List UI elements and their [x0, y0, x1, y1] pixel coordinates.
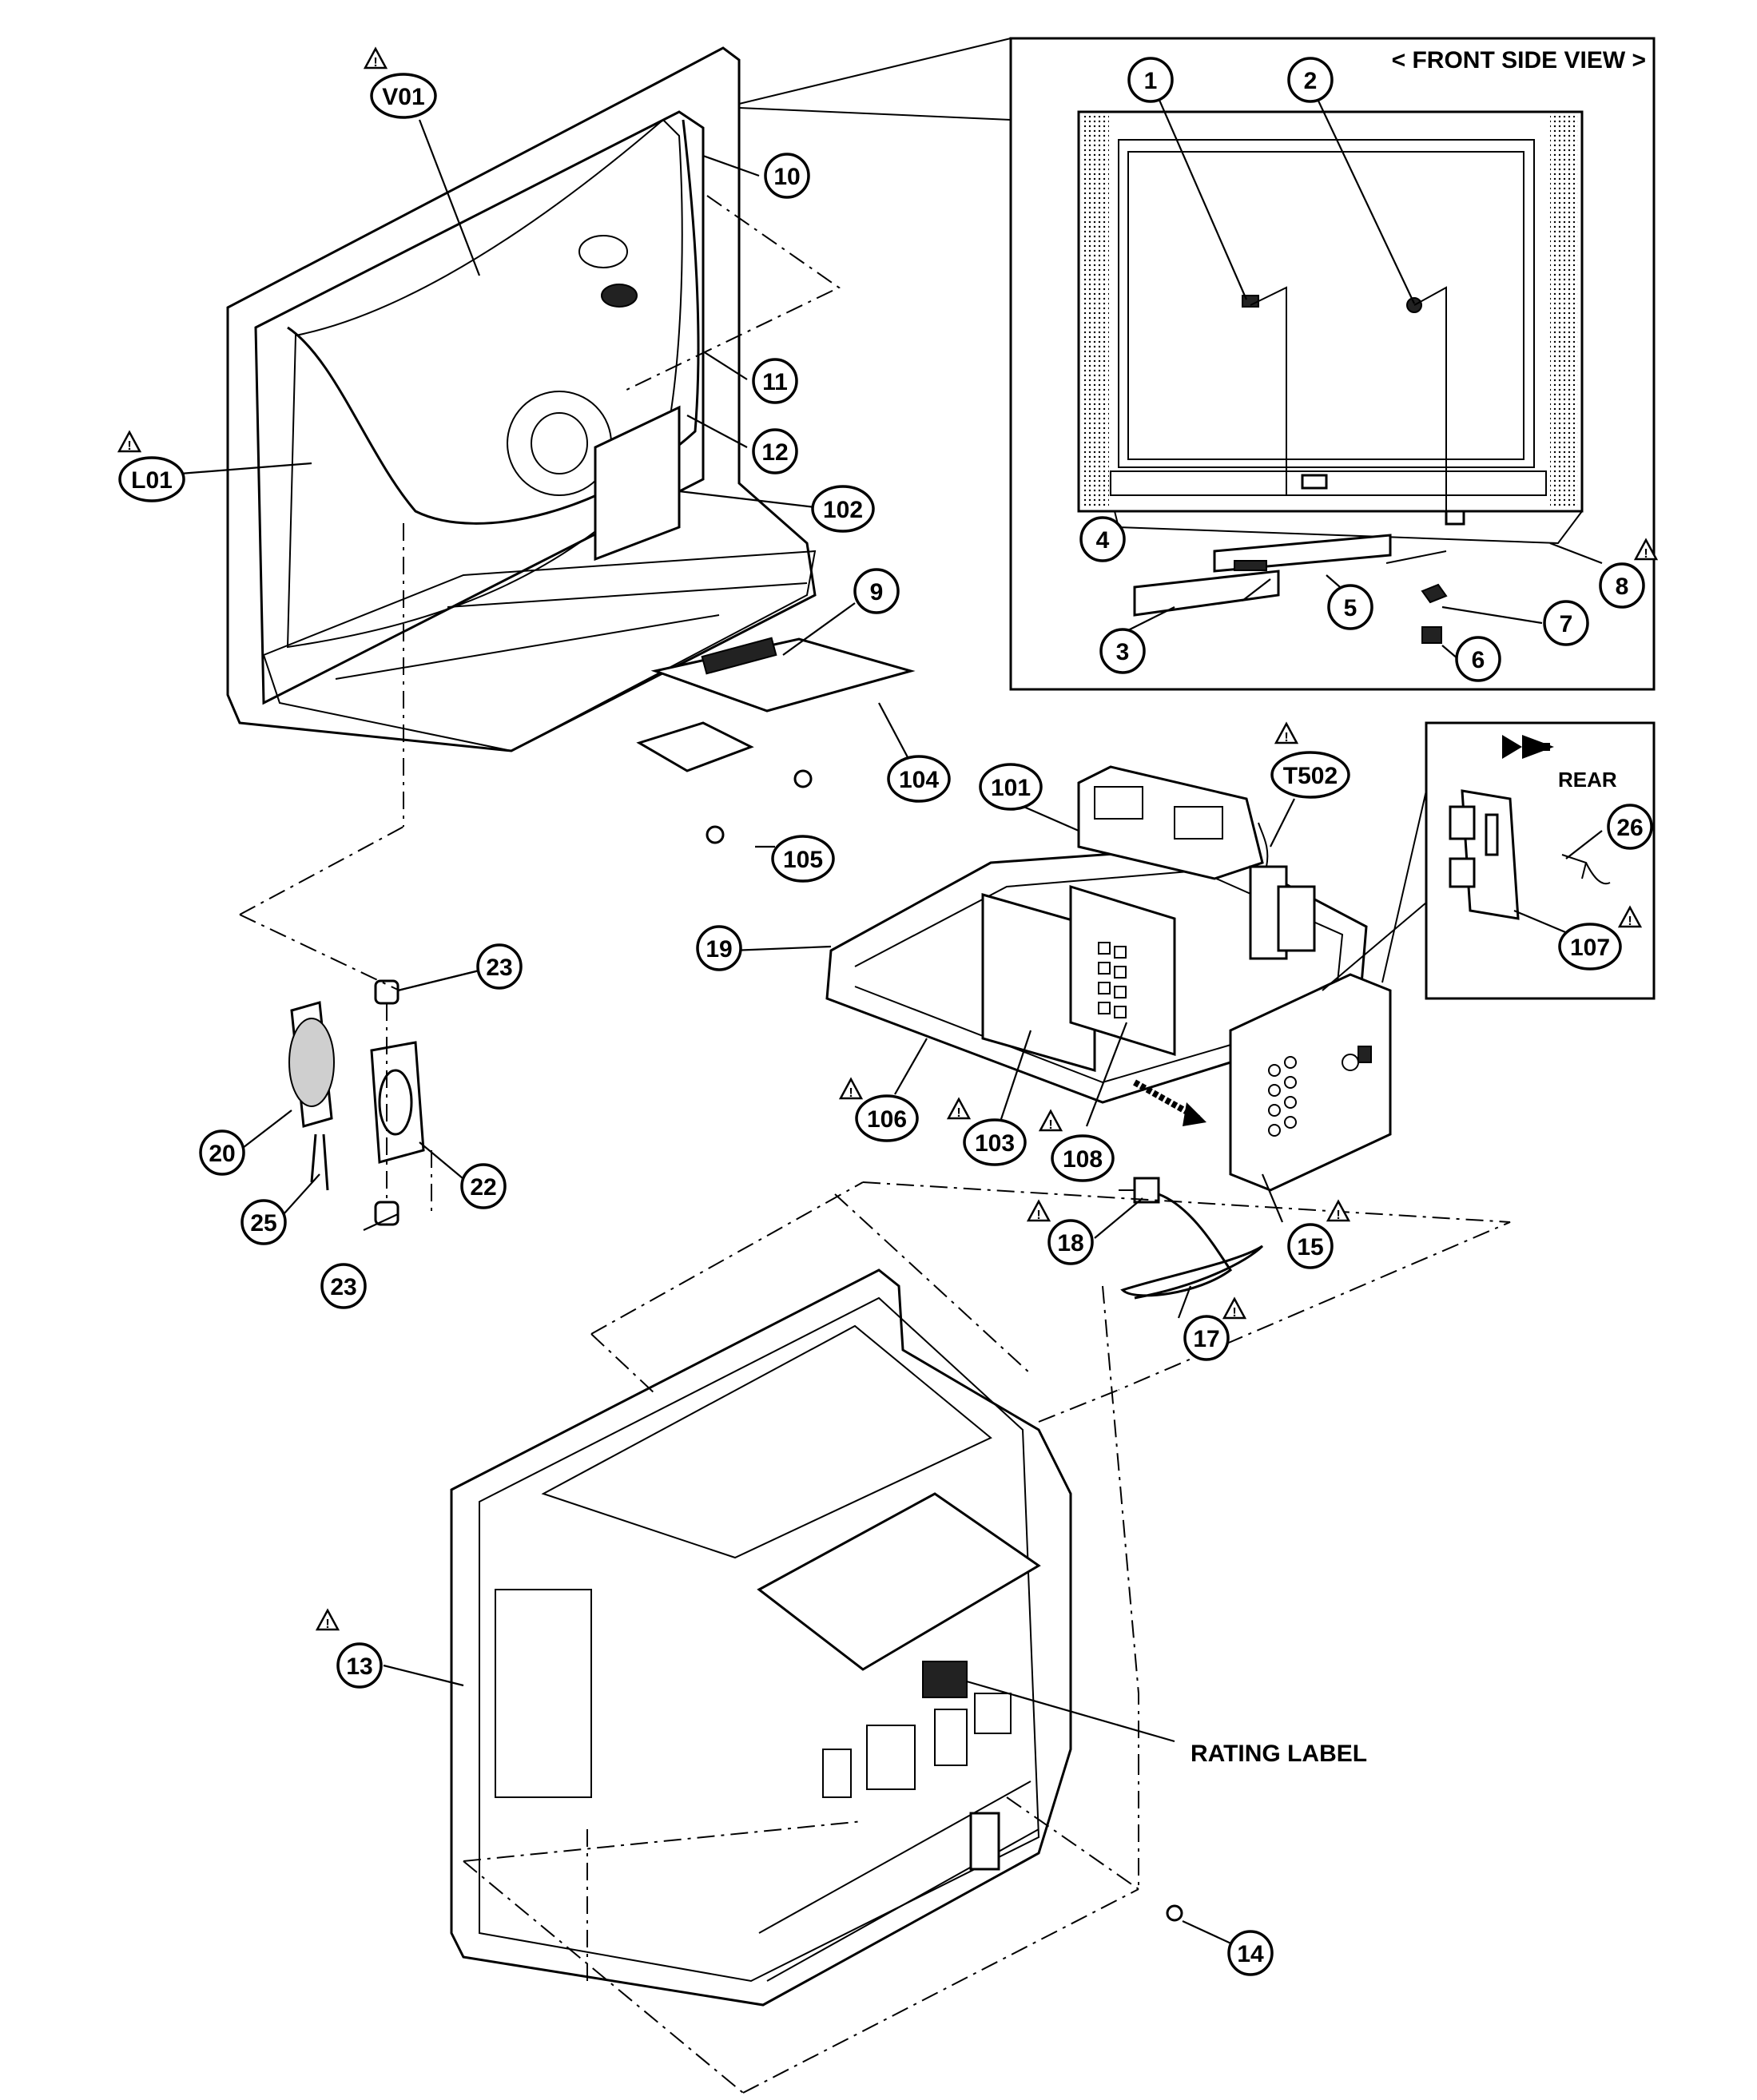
callout-14: 14: [1227, 1930, 1274, 1976]
callout-label: T502: [1283, 763, 1338, 789]
warning-icon: [117, 431, 141, 455]
callout-l01: L01: [118, 456, 185, 502]
callout-8: 8: [1599, 562, 1645, 609]
callout-11: 11: [752, 358, 798, 404]
callout-106: 106: [855, 1094, 919, 1142]
callout-107: 107: [1558, 923, 1622, 971]
rear-cabinet: [450, 1268, 1183, 2007]
callout-label: 8: [1616, 574, 1629, 600]
warning-icon: [1274, 722, 1298, 746]
callout-22: 22: [460, 1163, 507, 1209]
callout-label: 12: [761, 439, 788, 466]
callout-label: 1: [1144, 68, 1158, 94]
callout-5: 5: [1327, 584, 1373, 630]
warning-icon: [1039, 1110, 1063, 1133]
callout-108: 108: [1051, 1134, 1115, 1182]
front-side-view-panel: [738, 37, 1656, 691]
callout-13: 13: [336, 1642, 383, 1689]
callout-label: 19: [706, 936, 732, 963]
callout-label: 13: [346, 1653, 372, 1680]
callout-label: 9: [870, 579, 884, 605]
callout-label: 106: [867, 1106, 907, 1133]
callout-102: 102: [811, 485, 875, 533]
callout-label: 14: [1237, 1941, 1264, 1967]
callout-12: 12: [752, 428, 798, 474]
main-chassis: [825, 765, 1392, 1300]
warning-icon: [316, 1609, 340, 1633]
callout-label: 101: [991, 775, 1031, 801]
callout-label: 102: [823, 497, 863, 523]
callout-101: 101: [979, 763, 1043, 811]
callout-10: 10: [764, 153, 810, 199]
callout-label: 18: [1057, 1230, 1083, 1256]
callout-label: 11: [762, 369, 788, 395]
callout-label: 105: [783, 847, 823, 873]
callout-label: 103: [975, 1130, 1015, 1157]
callout-25: 25: [240, 1199, 287, 1245]
callout-20: 20: [199, 1129, 245, 1176]
callout-label: L01: [131, 467, 173, 494]
warning-icon: [364, 47, 388, 71]
warning-icon: [1222, 1297, 1246, 1321]
callout-v01: V01: [370, 73, 437, 119]
callout-label: V01: [382, 84, 424, 110]
callout-2: 2: [1287, 57, 1334, 103]
callout-18: 18: [1047, 1219, 1094, 1265]
callout-label: 23: [486, 955, 512, 981]
callout-label: 10: [773, 164, 800, 190]
warning-icon: [839, 1078, 863, 1102]
callout-1: 1: [1127, 57, 1174, 103]
callout-15: 15: [1287, 1223, 1334, 1269]
callout-7: 7: [1543, 600, 1589, 646]
rear-board-inset: [1322, 721, 1656, 1000]
callout-label: 5: [1344, 595, 1358, 621]
callout-9: 9: [853, 568, 900, 614]
callout-label: 107: [1570, 935, 1610, 961]
speaker-assembly: [288, 979, 432, 1226]
callout-23-bottom: 23: [320, 1263, 367, 1309]
callout-4: 4: [1079, 516, 1126, 562]
warning-icon: [1027, 1200, 1051, 1224]
callout-label: 6: [1472, 647, 1485, 673]
assembly-guide-lines: [239, 195, 1511, 2094]
callout-label: 2: [1304, 68, 1318, 94]
callout-23-top: 23: [476, 943, 523, 990]
front-side-view-heading: < FRONT SIDE VIEW >: [1392, 47, 1646, 73]
callout-label: 23: [330, 1274, 356, 1300]
callout-105: 105: [771, 835, 835, 883]
front-cabinet: [226, 46, 916, 844]
callout-t502: T502: [1270, 751, 1350, 799]
callout-26: 26: [1607, 804, 1653, 850]
warning-icon: [947, 1098, 971, 1121]
callout-label: 4: [1096, 527, 1110, 554]
callout-label: 3: [1116, 639, 1130, 665]
callout-label: 26: [1616, 815, 1643, 841]
callout-label: 108: [1063, 1146, 1103, 1173]
callout-label: 20: [209, 1141, 235, 1167]
rear-direction-label: REAR: [1558, 768, 1617, 792]
callout-label: 17: [1193, 1326, 1219, 1352]
callout-6: 6: [1455, 636, 1501, 682]
callout-17: 17: [1183, 1315, 1230, 1361]
callout-3: 3: [1099, 628, 1146, 674]
callout-103: 103: [963, 1118, 1027, 1166]
callout-label: 104: [899, 767, 939, 793]
warning-icon: [1618, 906, 1642, 930]
callout-label: 25: [250, 1210, 276, 1237]
callout-label: 15: [1297, 1234, 1323, 1260]
rating-label-text: RATING LABEL: [1191, 1741, 1367, 1767]
callout-19: 19: [696, 925, 742, 971]
callout-label: 7: [1560, 611, 1573, 637]
callout-104: 104: [887, 755, 951, 803]
callout-label: 22: [470, 1174, 496, 1201]
callout-leaders: [159, 79, 1603, 1946]
